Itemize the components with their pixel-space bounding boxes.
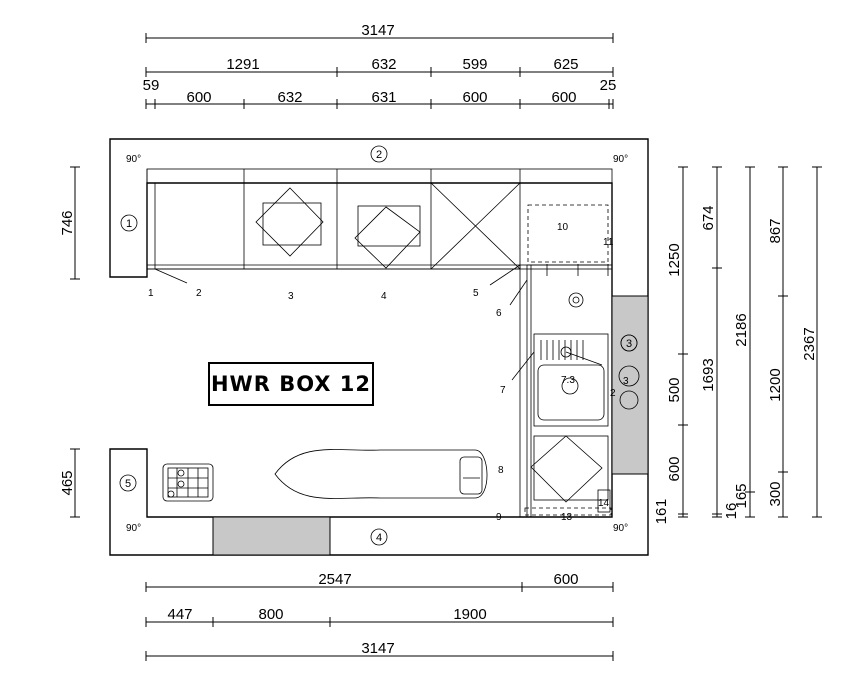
dim-top-59: 59 xyxy=(143,77,160,94)
item-label-6: 6 xyxy=(496,308,502,319)
wall-marker-3 xyxy=(620,334,638,352)
dim-top-25: 25 xyxy=(600,77,617,94)
wall-marker-5-label: 5 xyxy=(125,478,131,490)
wall-marker-2-label: 2 xyxy=(376,149,382,161)
dim-top-599: 599 xyxy=(462,56,487,73)
item-label-2: 2 xyxy=(196,288,202,299)
item-label-7: 7 xyxy=(500,385,506,396)
door-bottom xyxy=(212,516,331,556)
dim-left-746: 746 xyxy=(59,210,76,235)
top-dimension-lines xyxy=(145,33,614,109)
dim-right-300: 300 xyxy=(767,481,784,506)
angle-top-right: 90° xyxy=(613,154,628,165)
item-label-10: 10 xyxy=(557,222,569,233)
dim-right-500: 500 xyxy=(666,377,683,402)
dim-bottom-total: 3147 xyxy=(361,640,394,657)
sink-label-7-3: 7.3 xyxy=(561,375,575,386)
dim-top-600a: 600 xyxy=(186,89,211,106)
item-label-14: 14 xyxy=(598,498,610,509)
ironing-board xyxy=(274,449,488,499)
angle-top-left: 90° xyxy=(126,154,141,165)
dim-top-600c: 600 xyxy=(551,89,576,106)
wall-marker-4 xyxy=(370,528,388,546)
wall-marker-1-label: 1 xyxy=(126,218,132,230)
dim-top-total: 3147 xyxy=(361,22,394,39)
right-counter xyxy=(519,264,640,518)
item-label-5: 5 xyxy=(473,288,479,299)
item-label-4: 4 xyxy=(381,291,387,302)
top-counter xyxy=(146,168,613,276)
dim-top-632b: 632 xyxy=(277,89,302,106)
dim-right-16b: 16 xyxy=(723,503,740,520)
wall-markers xyxy=(119,145,638,546)
wall-marker-4-label: 4 xyxy=(376,532,382,544)
dim-top-1291: 1291 xyxy=(226,56,259,73)
dim-right-2186: 2186 xyxy=(733,313,750,346)
dim-bottom-1900: 1900 xyxy=(453,606,486,623)
wall-marker-5 xyxy=(119,474,137,492)
item-label-13: 13 xyxy=(561,512,573,523)
angle-bottom-left: 90° xyxy=(126,523,141,534)
left-wall-features xyxy=(146,169,214,517)
window-right xyxy=(611,295,649,475)
sink-label-2: 2 xyxy=(610,388,616,399)
sink-label-3: 3 xyxy=(623,376,629,387)
room-name-label: HWR BOX 12 xyxy=(208,362,374,406)
dim-left-465: 465 xyxy=(59,470,76,495)
item-label-9: 9 xyxy=(496,512,502,523)
dim-bottom-2547: 2547 xyxy=(318,571,351,588)
dim-right-1250: 1250 xyxy=(666,243,683,276)
angle-bottom-right: 90° xyxy=(613,523,628,534)
dim-bottom-447: 447 xyxy=(167,606,192,623)
item-label-8: 8 xyxy=(498,465,504,476)
dim-right-600: 600 xyxy=(666,456,683,481)
dim-right-16a: 16 xyxy=(653,508,670,525)
dim-right-1200: 1200 xyxy=(767,368,784,401)
dim-right-674: 674 xyxy=(700,205,717,230)
dim-top-632: 632 xyxy=(371,56,396,73)
leader-lines xyxy=(154,264,535,381)
right-dimension-lines xyxy=(678,166,822,518)
wall-marker-1 xyxy=(120,214,138,232)
bottom-dimension-lines xyxy=(145,582,614,661)
item-label-1: 1 xyxy=(148,288,154,299)
dim-top-600b: 600 xyxy=(462,89,487,106)
dim-bottom-600: 600 xyxy=(553,571,578,588)
dim-top-631: 631 xyxy=(371,89,396,106)
dim-right-165: 165 xyxy=(733,483,750,508)
dim-bottom-800: 800 xyxy=(258,606,283,623)
dim-top-625: 625 xyxy=(553,56,578,73)
wall-marker-2 xyxy=(370,145,388,163)
dim-right-1693: 1693 xyxy=(700,358,717,391)
dim-right-2367: 2367 xyxy=(801,327,818,360)
wall-marker-3-label: 3 xyxy=(626,338,632,350)
dim-right-867: 867 xyxy=(767,218,784,243)
item-label-3: 3 xyxy=(288,291,294,302)
dim-right-1: 1 xyxy=(653,499,670,507)
left-dimension-lines xyxy=(70,166,80,518)
item-label-11: 11 xyxy=(603,237,614,248)
